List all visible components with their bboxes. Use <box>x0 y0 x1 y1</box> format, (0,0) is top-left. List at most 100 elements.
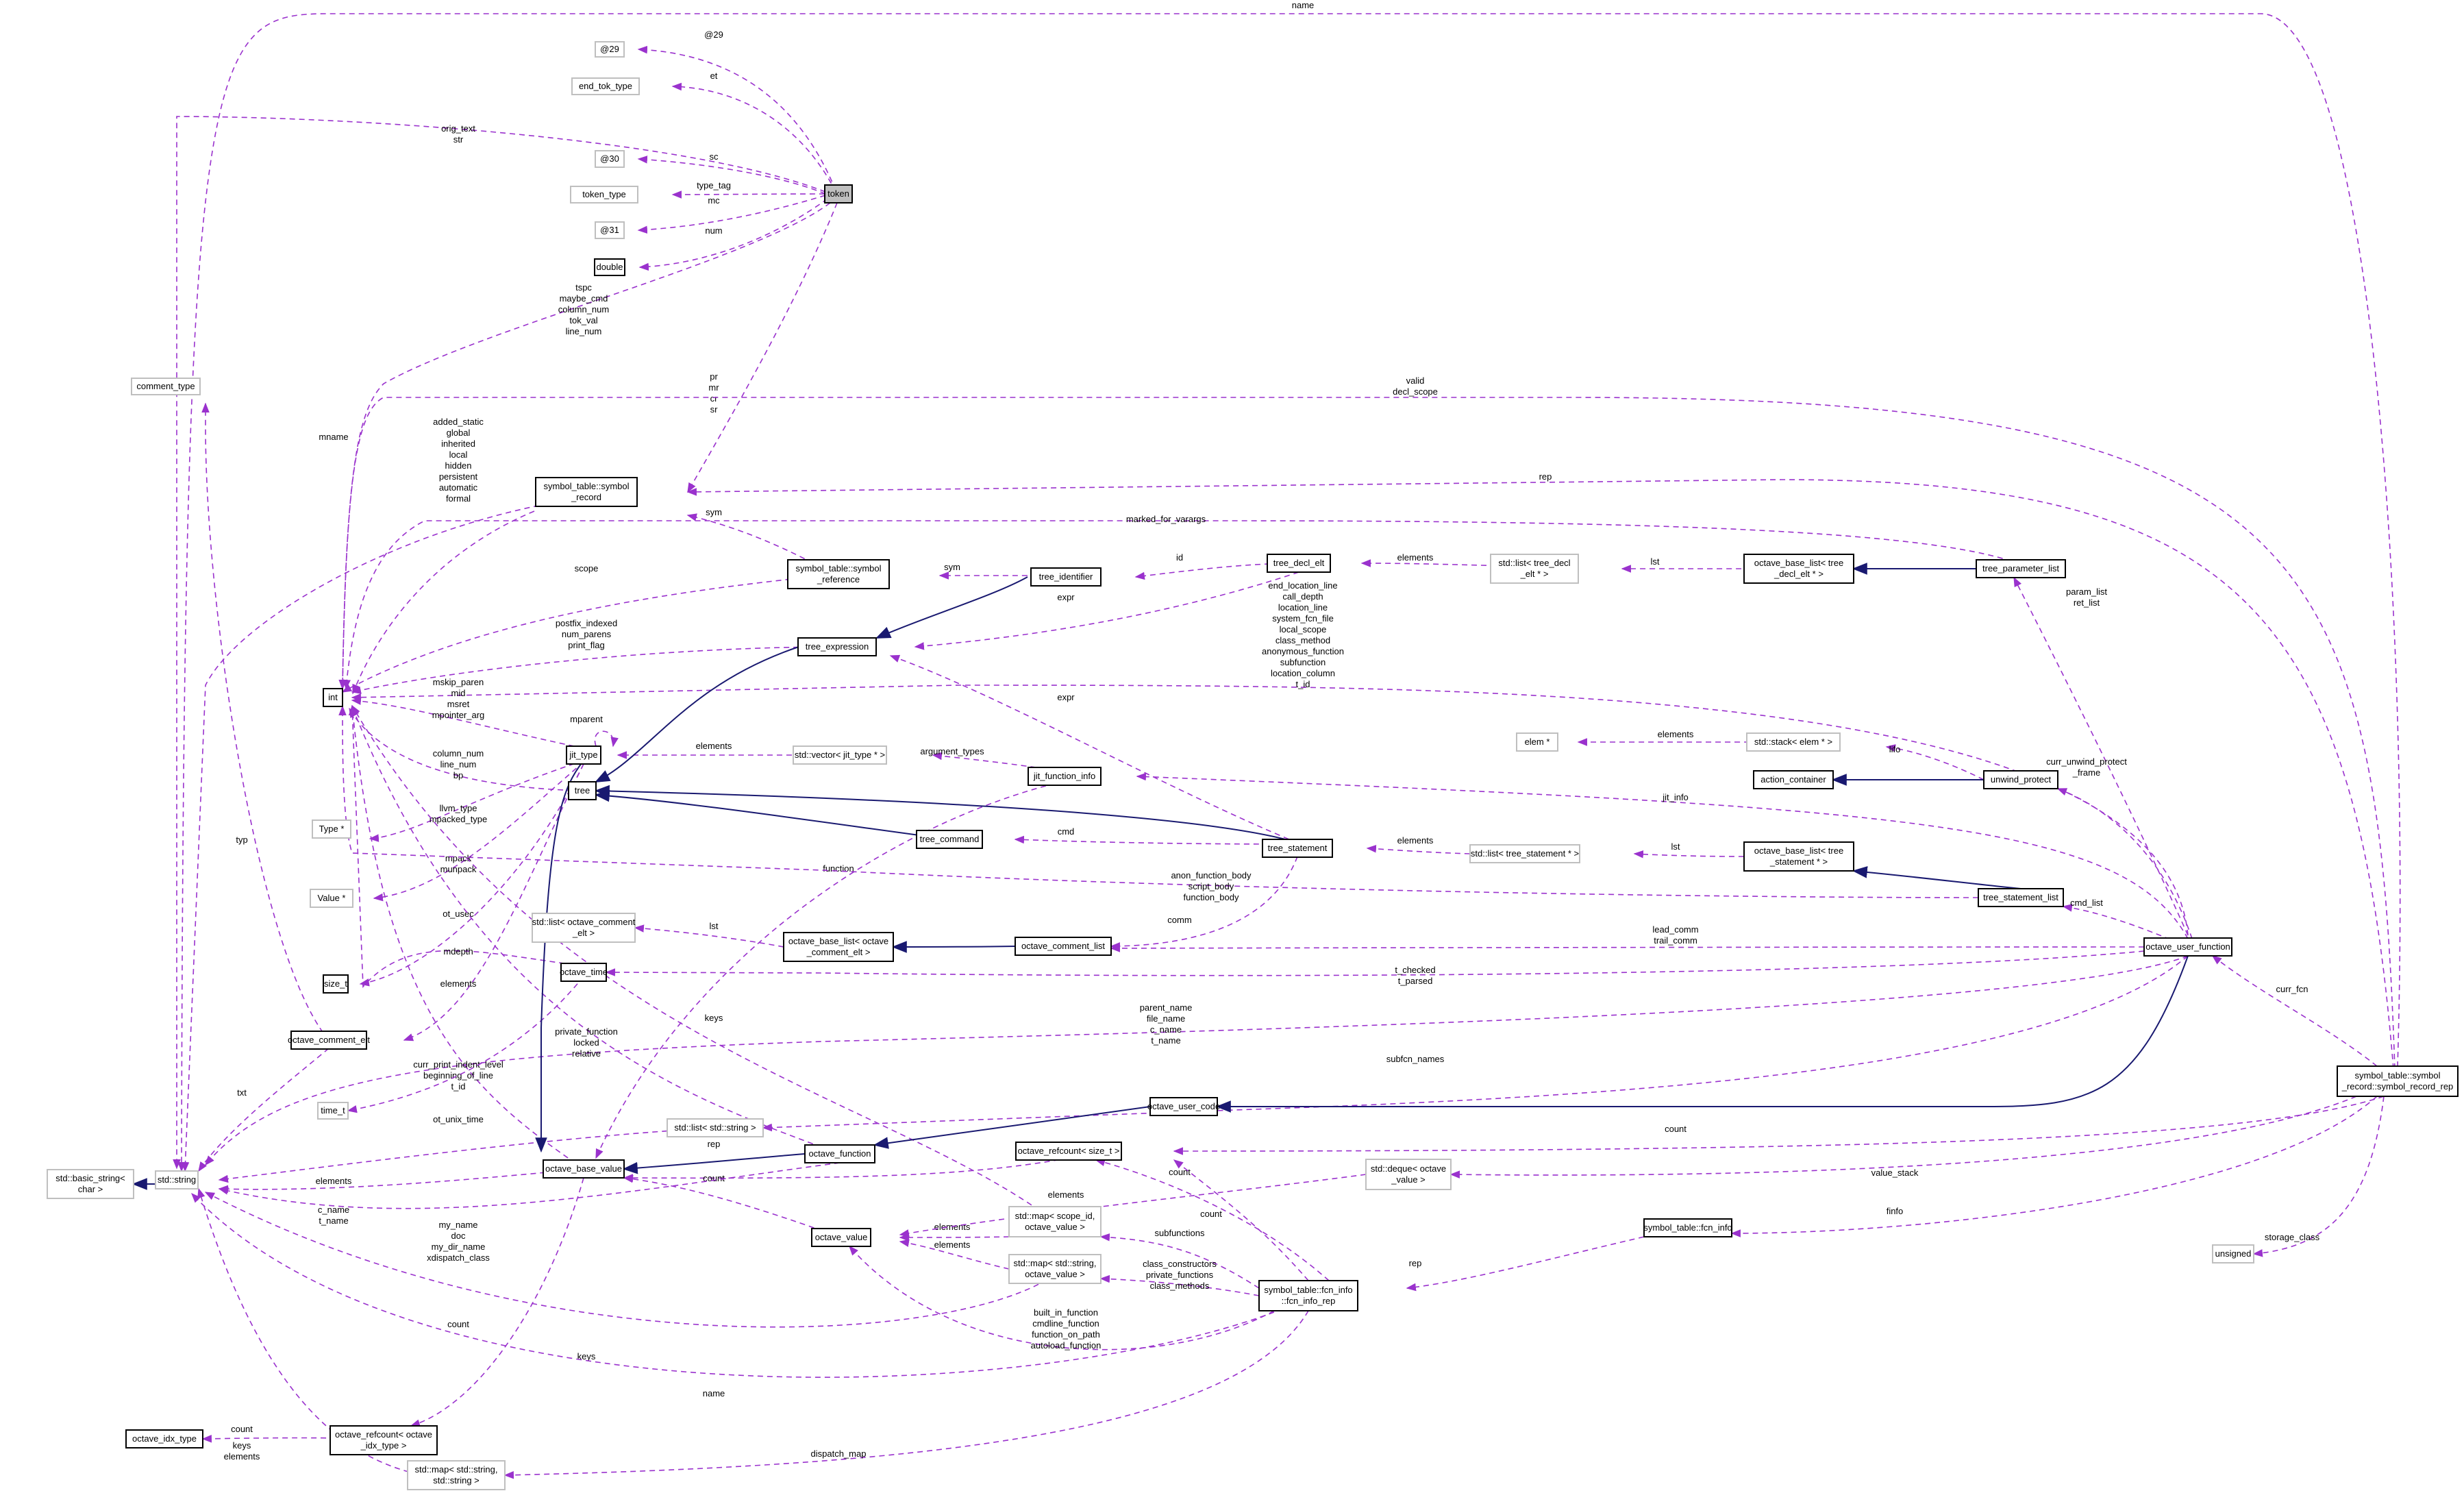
class-node-jit-type[interactable]: jit_type <box>566 745 601 765</box>
class-node-refcount-idx[interactable]: octave_refcount< octave_idx_type > <box>329 1425 438 1455</box>
class-node-list-decl[interactable]: std::list< tree_decl_elt * > <box>1490 554 1579 584</box>
node-label: octave_base_value <box>545 1163 622 1174</box>
class-node-obl-decl[interactable]: octave_base_list< tree_decl_elt * > <box>1743 554 1854 584</box>
class-node-tree-expression[interactable]: tree_expression <box>797 637 877 656</box>
class-node-tree[interactable]: tree <box>568 781 597 800</box>
class-node-obl-stmt[interactable]: octave_base_list< tree_statement * > <box>1743 841 1854 872</box>
edge-label-line: mname <box>319 432 348 442</box>
edge-path <box>218 1127 716 1183</box>
class-node-unsigned[interactable]: unsigned <box>2212 1244 2254 1263</box>
node-box <box>543 1159 625 1179</box>
node-label: int <box>328 692 338 702</box>
class-node-obl-comment[interactable]: octave_base_list< octave_comment_elt > <box>783 932 894 962</box>
class-node-at30[interactable]: @30 <box>595 150 625 168</box>
class-node-at29[interactable]: @29 <box>595 41 625 58</box>
class-node-tree-identifier[interactable]: tree_identifier <box>1030 567 1102 587</box>
edge-path <box>349 707 583 791</box>
node-label-line: std::list< octave_comment <box>532 917 636 927</box>
class-node-tree-command[interactable]: tree_command <box>916 830 983 849</box>
edge-path <box>535 760 584 1153</box>
class-node-type-ptr[interactable]: Type * <box>312 819 351 839</box>
class-node-octave-user-code[interactable]: octave_user_code <box>1147 1097 1220 1116</box>
edge-label-line: dispatch_map <box>811 1448 867 1459</box>
class-node-list-string[interactable]: std::list< std::string > <box>667 1118 764 1137</box>
class-node-int[interactable]: int <box>323 688 343 707</box>
class-node-octave-time[interactable]: octave_time <box>560 963 608 982</box>
class-node-size-t[interactable]: size_t <box>323 974 349 994</box>
class-node-deque[interactable]: std::deque< octave_value > <box>1365 1159 1452 1190</box>
edge-label: keys <box>577 1351 596 1361</box>
class-node-unwind-protect[interactable]: unwind_protect <box>1983 770 2058 789</box>
class-node-tree-parameter-list[interactable]: tree_parameter_list <box>1976 559 2066 578</box>
class-node-fcn-info-rep[interactable]: symbol_table::fcn_info::fcn_info_rep <box>1258 1280 1358 1311</box>
usage-edge-e-num: num <box>638 198 828 271</box>
class-node-record-rep[interactable]: symbol_table::symbol_record::symbol_reco… <box>2337 1065 2459 1097</box>
class-node-octave-user-function[interactable]: octave_user_function <box>2143 937 2232 957</box>
class-node-double[interactable]: double <box>594 258 625 276</box>
edge-label: cmd_list <box>2070 898 2103 908</box>
node-label: @30 <box>600 153 619 164</box>
node-box <box>566 745 601 765</box>
edge-path <box>359 763 584 987</box>
class-node-fcn-info[interactable]: symbol_table::fcn_info <box>1643 1218 1732 1237</box>
class-node-vec-jit[interactable]: std::vector< jit_type * > <box>793 745 887 765</box>
class-node-refcount-size[interactable]: octave_refcount< size_t > <box>1015 1142 1122 1161</box>
class-node-action-container[interactable]: action_container <box>1753 770 1834 789</box>
class-node-map-scope[interactable]: std::map< scope_id,octave_value > <box>1008 1206 1102 1237</box>
edge-path <box>687 202 838 493</box>
class-node-octave-base-value[interactable]: octave_base_value <box>543 1159 625 1179</box>
class-node-basic-string[interactable]: std::basic_string<char > <box>47 1169 134 1199</box>
class-node-sym-record[interactable]: symbol_table::symbol_record <box>535 477 638 507</box>
class-node-stack-elem[interactable]: std::stack< elem * > <box>1746 732 1841 752</box>
usage-edge-e-lifo: lifo <box>1885 744 1984 780</box>
class-node-tree-statement[interactable]: tree_statement <box>1262 839 1333 858</box>
node-box <box>47 1169 134 1199</box>
class-node-map-str-str[interactable]: std::map< std::string,std::string > <box>407 1460 506 1490</box>
class-node-token[interactable]: token <box>824 184 853 204</box>
edge-label-line: keys <box>233 1440 251 1451</box>
node-label: elem * <box>1525 737 1550 747</box>
class-node-std-string[interactable]: std::string <box>155 1170 199 1189</box>
class-node-value-ptr[interactable]: Value * <box>310 889 353 908</box>
node-box <box>1149 1097 1218 1116</box>
edge-path <box>686 479 2394 1070</box>
class-node-time-t[interactable]: time_t <box>317 1102 349 1120</box>
class-node-octave-function[interactable]: octave_function <box>804 1144 875 1163</box>
class-node-octave-comment-list[interactable]: octave_comment_list <box>1015 937 1112 956</box>
edge-label: elements <box>440 978 477 989</box>
edge-label-line: automatic <box>439 482 478 493</box>
edge-path <box>671 82 836 193</box>
edge-path <box>201 402 329 1041</box>
edge-label-line: ot_unix_time <box>433 1114 484 1124</box>
class-node-tree-statement-list[interactable]: tree_statement_list <box>1978 888 2064 907</box>
class-node-idx-type[interactable]: octave_idx_type <box>125 1429 203 1448</box>
class-node-elem-ptr[interactable]: elem * <box>1516 732 1558 752</box>
node-box <box>131 378 201 395</box>
class-node-jit-function-info[interactable]: jit_function_info <box>1028 767 1102 786</box>
class-node-end-tok-type[interactable]: end_tok_type <box>571 77 640 95</box>
class-node-list-stmt[interactable]: std::list< tree_statement * > <box>1469 844 1580 863</box>
usage-edge-e-expr-stmt: expr <box>889 654 1298 843</box>
class-node-map-string[interactable]: std::map< std::string,octave_value > <box>1008 1254 1102 1284</box>
class-node-octave-comment-elt[interactable]: octave_comment_elt <box>288 1031 370 1050</box>
class-node-comment-type[interactable]: comment_type <box>131 378 201 395</box>
edge-path <box>1366 845 1471 854</box>
edge-label-line: type_tag <box>697 180 731 190</box>
class-node-list-comment[interactable]: std::list< octave_comment_elt > <box>532 913 636 943</box>
edge-label-line: maybe_cmd <box>560 293 608 304</box>
class-node-tree-decl-elt[interactable]: tree_decl_elt <box>1267 554 1331 573</box>
class-node-at31[interactable]: @31 <box>595 221 625 239</box>
node-label: std::list< octave_comment_elt > <box>532 917 636 938</box>
edge-label-line: decl_scope <box>1393 386 1438 397</box>
edge-label: rep <box>1539 471 1552 482</box>
usage-edge-e-elements-stmt: elements <box>1366 835 1471 854</box>
class-node-token-type[interactable]: token_type <box>570 186 638 204</box>
class-node-octave-value[interactable]: octave_value <box>811 1228 871 1247</box>
class-node-sym-reference[interactable]: symbol_table::symbol_reference <box>787 559 890 589</box>
